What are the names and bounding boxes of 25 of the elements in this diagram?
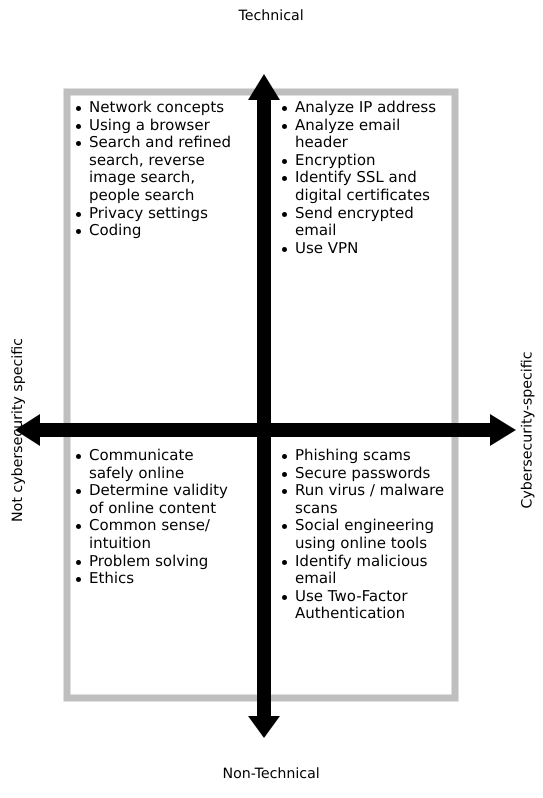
list-item: Ethics [89,570,136,588]
list-item: Secure passwords [295,464,432,482]
axis-label: Cybersecurity-specific [519,352,535,508]
axis-label: Technical [238,8,304,24]
list-item: Using a browser [89,116,211,134]
list-item: Social engineering using online tools [295,517,435,553]
list-item: Search and refined search, reverse image search, people search [89,134,232,205]
list-item: Identify malicious email [295,552,428,588]
list-item: Run virus / malware scans [295,482,446,518]
list-item: Phishing scams [295,447,412,465]
list-item: Common sense/ intuition [89,517,211,553]
list-item: Coding [89,222,142,240]
list-item: Use VPN [295,240,360,258]
list-item: Network concepts [89,99,226,117]
list-item: Communicate safely online [89,447,195,482]
list-item: Identify SSL and digital certificates [295,169,431,205]
list-item: Encryption [295,152,377,170]
list-item: Use Two-Factor Authentication [295,588,409,623]
list-item: Analyze IP address [295,99,438,117]
list-item: Analyze email header [295,116,402,152]
list-item: Privacy settings [89,204,209,222]
list-item: Problem solving [89,552,210,570]
axis-label: Non-Technical [222,766,320,782]
list-item: Determine validity of online content [89,482,229,518]
list-item: Send encrypted email [295,204,415,240]
